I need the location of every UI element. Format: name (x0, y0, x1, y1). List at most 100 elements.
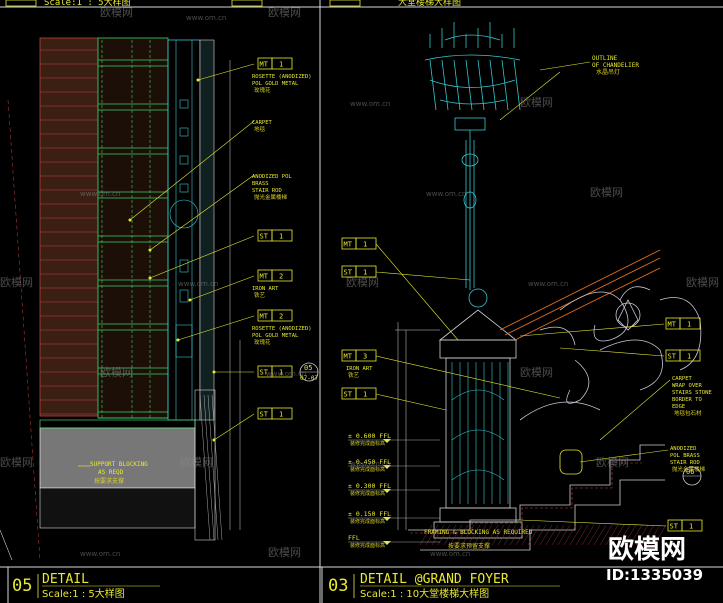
callout-num: 1 (363, 241, 367, 249)
callout-code: ST (668, 353, 677, 361)
right-detail-number: 03 (328, 576, 348, 596)
level-cn: 装修完成面标高 (350, 518, 385, 525)
left-section-ref: 07-07 (300, 375, 318, 382)
chandelier-label-2: OF CHANDELIER (592, 62, 639, 69)
right-section-mark: 06 (682, 466, 702, 486)
callout-text: WRAP OVER (672, 383, 702, 389)
watermark-url: www.om.cn (350, 460, 390, 468)
callout-num: 1 (363, 269, 367, 277)
callout-text: CARPET (672, 376, 693, 382)
callout-code: MT (344, 353, 353, 361)
callout-text: STAIRS STONE (672, 390, 712, 396)
callout-num: 1 (363, 391, 367, 399)
callout-num: 1 (279, 411, 283, 419)
callout-tag: ST 1 (257, 407, 293, 420)
callout-text: POL GOLD METAL (252, 81, 299, 87)
callout-code: MT (344, 241, 353, 249)
callout-code: ST (344, 269, 353, 277)
callout-text: STAIR ROD (670, 460, 700, 466)
level-label: ± 0.450 FFL (348, 458, 391, 466)
callout-cn: 玫瑰花 (254, 338, 271, 346)
left-detail-title: DETAIL (42, 572, 89, 587)
watermark-brand: 欧模网 (596, 456, 629, 469)
callout-text: CARPET (252, 120, 273, 126)
level-label: ± 0.600 FFL (348, 432, 391, 440)
watermark-brand: 欧模网 (180, 456, 213, 469)
brand-logo: 欧模网 ID:1335039 (606, 534, 703, 584)
level-cn: 装修完成面标高 (350, 490, 385, 497)
support-note-line2: AS REQD (98, 469, 124, 476)
callout-code: ST (260, 411, 269, 419)
chandelier (424, 22, 521, 308)
callout-text: ROSETTE (ANODIZED) (252, 74, 312, 80)
callout-code: MT (260, 313, 269, 321)
watermark-url: www.om.cn (266, 370, 306, 378)
callout-code: MT (668, 321, 677, 329)
iron-art-panel (519, 286, 702, 421)
callout-cn: 地毯 (254, 125, 266, 133)
callout-code: ST (344, 391, 353, 399)
callout-cn: 抛光金属楼梯 (254, 193, 288, 201)
support-note-cn: 按要求支撑 (94, 477, 124, 485)
watermark-brand: 欧模网 (520, 366, 553, 379)
callout-num: 1 (279, 233, 283, 241)
brand-logo-name: 欧模网 (608, 534, 686, 565)
callout-text: POL BRASS (670, 453, 700, 459)
callout-cn: 铁艺 (348, 371, 360, 379)
right-left-callout-2: ST 1 (341, 265, 471, 281)
callout-text: STAIR ROD (252, 188, 282, 194)
watermark-brand: 欧模网 (100, 366, 133, 379)
callout-num: 2 (279, 273, 283, 281)
watermarks: 欧模网欧模网欧模网欧模网欧模网欧模网欧模网欧模网欧模网欧模网欧模网欧模网欧模网w… (0, 6, 719, 559)
watermark-brand: 欧模网 (590, 186, 623, 199)
callout-code: ST (670, 523, 679, 531)
callout-code: MT (260, 273, 269, 281)
level-label: ± 0.300 FFL (348, 482, 391, 490)
watermark-url: www.om.cn (426, 190, 466, 198)
callout-text: BRASS (252, 181, 269, 187)
watermark-url: www.om.cn (528, 280, 568, 288)
watermark-brand: 欧模网 (0, 456, 33, 469)
watermark-url: www.om.cn (80, 190, 120, 198)
callout-num: 2 (279, 313, 283, 321)
callout-text: ROSETTE (ANODIZED) (252, 326, 312, 332)
left-callout-8: ST 1 (212, 407, 293, 442)
framing-note-cn: 按要求预留支撑 (448, 542, 490, 550)
left-detail-drawing: SUPPORT BLOCKING AS REQD 按要求支撑 (0, 37, 241, 561)
callout-cn: 铁艺 (254, 291, 266, 299)
brand-logo-id: ID:1335039 (606, 566, 703, 584)
callout-text: ANODIZED (670, 446, 697, 452)
callout-tag: MT 2 (257, 309, 293, 322)
callout-text: BORDER TO (672, 397, 702, 403)
watermark-url: www.om.cn (186, 14, 226, 22)
watermark-url: www.om.cn (430, 550, 470, 558)
chandelier-label-1: OUTLINE (592, 55, 618, 62)
callout-tag: ST 1 (341, 265, 377, 278)
watermark-url: www.om.cn (178, 280, 218, 288)
callout-cn: 玫瑰花 (254, 86, 271, 94)
newel-post (433, 309, 523, 539)
callout-text: POL GOLD METAL (252, 333, 299, 339)
watermark-brand: 欧模网 (100, 6, 133, 19)
framing-note: FRAMING & BLOCKING AS REQUIRED (424, 529, 533, 536)
watermark-url: www.om.cn (350, 100, 390, 108)
right-detail-title: DETAIL @GRAND FOYER (360, 572, 509, 587)
callout-tag: ST 1 (341, 387, 377, 400)
chandelier-label-cn: 水晶吊灯 (596, 68, 620, 76)
right-left-callout-4: ST 1 (341, 387, 447, 411)
callout-text: IRON ART (346, 366, 373, 372)
